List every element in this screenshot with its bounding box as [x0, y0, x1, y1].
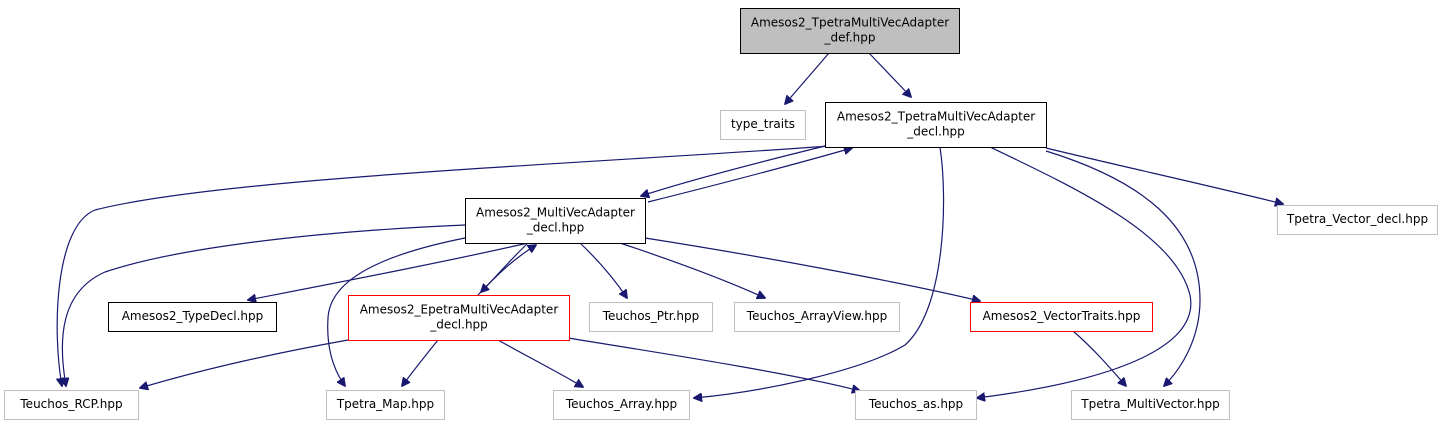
edge-multivec_decl-to-typedecl — [248, 242, 529, 300]
node-box — [4, 390, 139, 420]
node-label: Amesos2_TpetraMultiVecAdapter — [837, 110, 1035, 124]
node-tpetra-map[interactable]: Tpetra_Map.hpp — [326, 390, 445, 420]
node-label: Teuchos_Array.hpp — [565, 397, 677, 411]
node-label: type_traits — [731, 117, 795, 131]
node-label: Tpetra_Vector_decl.hpp — [1286, 212, 1428, 226]
node-label: Amesos2_EpetraMultiVecAdapter — [360, 303, 559, 317]
edge-tpetra_decl-to-teuchos_array — [694, 146, 945, 398]
node-teuchos-array[interactable]: Teuchos_Array.hpp — [553, 390, 690, 420]
edge-multivec_decl-to-teuchos_rcp — [62, 224, 466, 386]
node-box — [465, 198, 646, 244]
edge-tpetra_decl-to-tpetra_multivector — [1045, 150, 1201, 386]
node-teuchos-arrayview[interactable]: Teuchos_ArrayView.hpp — [734, 302, 900, 332]
node-typedecl[interactable]: Amesos2_TypeDecl.hpp — [108, 302, 277, 332]
node-epetra-decl[interactable]: Amesos2_EpetraMultiVecAdapter_decl.hpp — [348, 295, 570, 341]
edge-epetra_decl-to-teuchos_rcp — [140, 339, 349, 388]
nodes-layer: Amesos2_TpetraMultiVecAdapter_def.hpptyp… — [4, 8, 1438, 420]
edge-multivec_decl-to-teuchos_arrayview — [619, 242, 765, 298]
node-box — [553, 390, 690, 420]
node-box — [348, 295, 570, 341]
edge-multivec_decl-to-tpetra_decl — [647, 148, 852, 203]
node-label: Amesos2_TpetraMultiVecAdapter — [751, 16, 949, 30]
node-def[interactable]: Amesos2_TpetraMultiVecAdapter_def.hpp — [740, 8, 960, 54]
node-label: Teuchos_RCP.hpp — [19, 397, 122, 411]
edges-layer — [57, 52, 1283, 398]
node-label: Teuchos_Ptr.hpp — [602, 309, 700, 323]
edge-vectortraits-to-tpetra_multivector — [1072, 330, 1126, 386]
edge-multivec_decl-to-vectortraits — [644, 237, 980, 301]
node-box — [825, 102, 1047, 148]
node-tpetra-decl[interactable]: Amesos2_TpetraMultiVecAdapter_decl.hpp — [825, 102, 1047, 148]
node-teuchos-rcp[interactable]: Teuchos_RCP.hpp — [4, 390, 139, 420]
node-type-traits[interactable]: type_traits — [720, 110, 806, 140]
node-multivec-decl[interactable]: Amesos2_MultiVecAdapter_decl.hpp — [465, 198, 646, 244]
node-label: Teuchos_ArrayView.hpp — [746, 309, 887, 323]
node-box — [326, 390, 445, 420]
node-label: _decl.hpp — [526, 221, 585, 235]
edge-tpetra_decl-to-teuchos_rcp — [57, 145, 831, 386]
node-label: Amesos2_TypeDecl.hpp — [122, 309, 264, 323]
edge-tpetra_decl-to-teuchos_as — [977, 146, 1192, 398]
node-label: Amesos2_MultiVecAdapter — [476, 206, 635, 220]
node-box — [108, 302, 277, 332]
node-box — [1277, 205, 1438, 235]
node-box — [734, 302, 900, 332]
node-teuchos-ptr[interactable]: Teuchos_Ptr.hpp — [589, 302, 713, 332]
edge-epetra_decl-to-tpetra_map — [402, 339, 439, 386]
edge-tpetra_decl-to-tpetra_vector_decl — [1045, 147, 1283, 204]
edge-tpetra_decl-to-multivec_decl — [641, 145, 826, 196]
node-box — [855, 390, 977, 420]
node-box — [589, 302, 713, 332]
node-label: _decl.hpp — [906, 125, 965, 139]
node-label: Teuchos_as.hpp — [868, 397, 963, 411]
edge-multivec_decl-to-teuchos_ptr — [579, 242, 627, 298]
edge-epetra_decl-to-teuchos_array — [497, 339, 583, 387]
node-label: Tpetra_Map.hpp — [336, 397, 434, 411]
edge-def-to-tpetra_decl — [868, 52, 911, 97]
node-box — [1071, 390, 1230, 420]
node-label: _decl.hpp — [429, 318, 488, 332]
node-tpetra-vector-decl[interactable]: Tpetra_Vector_decl.hpp — [1277, 205, 1438, 235]
edge-epetra_decl-to-multivec_decl — [477, 245, 536, 296]
edge-def-to-type_traits — [785, 52, 830, 104]
node-tpetra-multivector[interactable]: Tpetra_MultiVector.hpp — [1071, 390, 1230, 420]
node-box — [720, 110, 806, 140]
edge-multivec_decl-to-tpetra_map — [327, 237, 466, 386]
node-box — [970, 302, 1153, 332]
node-box — [740, 8, 960, 54]
node-label: Tpetra_MultiVector.hpp — [1080, 397, 1219, 411]
node-teuchos-as[interactable]: Teuchos_as.hpp — [855, 390, 977, 420]
node-label: Amesos2_VectorTraits.hpp — [983, 309, 1141, 323]
node-vectortraits[interactable]: Amesos2_VectorTraits.hpp — [970, 302, 1153, 332]
node-label: _def.hpp — [823, 31, 875, 45]
edge-epetra_decl-to-teuchos_as — [567, 337, 860, 391]
